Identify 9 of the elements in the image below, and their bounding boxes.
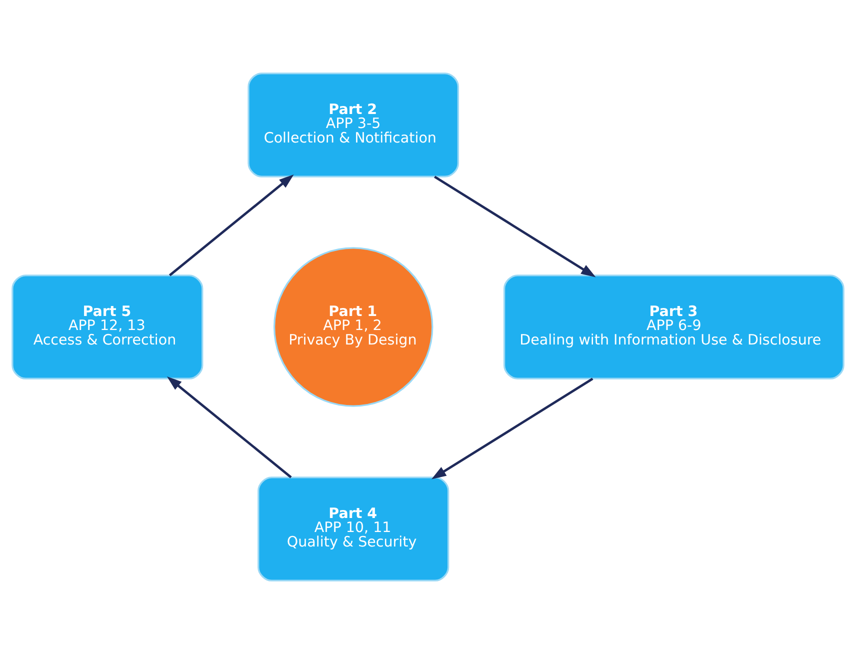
arrow xyxy=(434,175,596,277)
arrow xyxy=(431,377,594,479)
node-box: Part 4 APP 10, 11 Quality & Security xyxy=(258,476,450,581)
arrow xyxy=(168,174,294,276)
node-box: Part 5 APP 12, 13 Access & Correction xyxy=(12,274,204,379)
node-box: Part 2 APP 3-5 Collection & Notification xyxy=(248,72,460,177)
node-circle: Part 1 APP 1, 2 Privacy By Design xyxy=(273,246,434,406)
arrow xyxy=(166,376,292,478)
node-box: Part 3 APP 6-9 Dealing with Information Use & Disclosure xyxy=(503,274,844,379)
